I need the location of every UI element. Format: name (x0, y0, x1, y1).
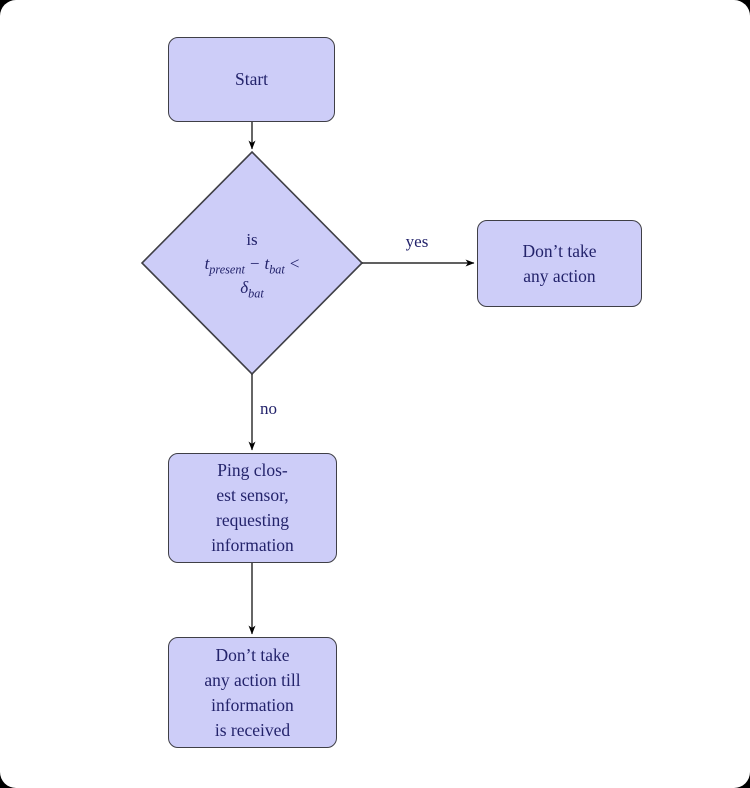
decision-var1-subscript: present (209, 262, 245, 277)
decision-label-line1: is (246, 230, 258, 249)
no-action-node: Don’t take any action (477, 220, 642, 307)
decision-label-line3: δbat (142, 276, 362, 300)
start-node: Start (168, 37, 335, 122)
yes-edge-label: yes (405, 232, 429, 251)
wait-for-information-node: Don’t take any action till information i… (168, 637, 337, 748)
ping-sensor-node: Ping clos- est sensor, requesting inform… (168, 453, 337, 563)
ping-sensor-node-label: Ping clos- est sensor, requesting inform… (211, 460, 294, 555)
start-node-label: Start (234, 69, 269, 89)
no-action-node-label: Don’t take any action (522, 240, 597, 286)
decision-node-label: is tpresent−tbat< δbat (142, 228, 362, 300)
decision-var3-subscript: bat (248, 286, 264, 301)
decision-var1-base: t (204, 254, 210, 273)
decision-lessthan-operator: < (289, 254, 300, 273)
decision-minus-operator: − (249, 254, 260, 273)
decision-var2-subscript: bat (269, 262, 285, 277)
decision-label-expression: tpresent−tbat< (142, 252, 362, 276)
wait-for-information-node-label: Don’t take any action till information i… (204, 644, 301, 740)
decision-var3-base: δ (240, 278, 249, 297)
decision-var2-base: t (264, 254, 270, 273)
no-edge-label: no (260, 399, 277, 418)
